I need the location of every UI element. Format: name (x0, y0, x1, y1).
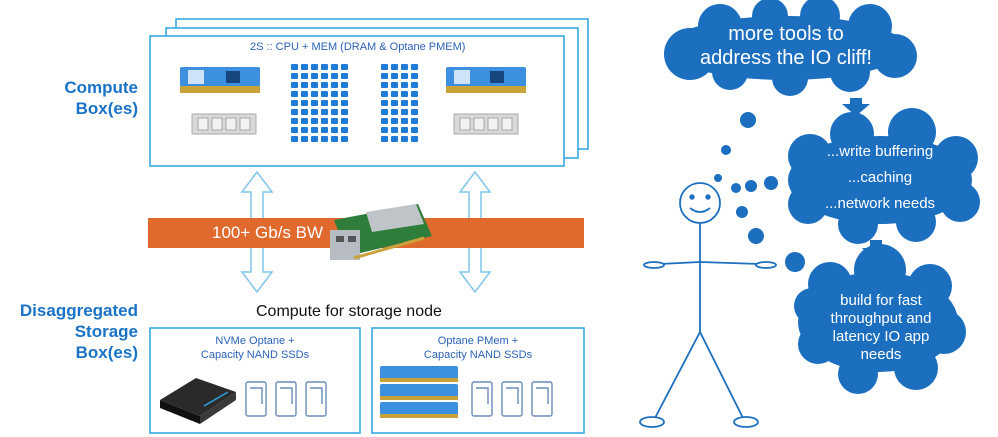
storage-panel-right-text: Optane PMem + Capacity NAND SSDs (423, 335, 533, 361)
storage-panel-left-text: NVMe Optane + Capacity NAND SSDs (200, 335, 310, 361)
thought-cloud-top (664, 0, 917, 96)
thought-cloud-middle (788, 108, 980, 244)
compute-boxes-label: Compute Box(es) (64, 78, 138, 118)
ssd-icons-left (245, 381, 327, 417)
flow-arrow-1 (842, 98, 870, 116)
thought-cloud-top-text: more tools to address the IO cliff! (700, 23, 872, 69)
thought-cloud-middle-text: ...write buffering ...caching ...network… (824, 143, 936, 212)
network-band-label: 100+ Gb/s BW (212, 223, 324, 242)
storage-node-caption: Compute for storage node (256, 303, 442, 320)
cpu-chip-grid-right (380, 64, 420, 145)
stick-figure (639, 182, 777, 428)
cpu-chip-grid-left (290, 64, 350, 145)
pmem-module-right (453, 113, 519, 135)
storage-pmem-modules (380, 366, 458, 418)
nic-card-icon (330, 204, 432, 260)
storage-boxes-label: Disaggregated Storage Box(es) (19, 301, 138, 362)
compute-box-stack (149, 18, 589, 167)
nvme-drive (160, 378, 236, 424)
thought-cloud-bottom (794, 244, 966, 394)
thought-bubbles (714, 112, 805, 272)
dram-module-right (446, 67, 526, 93)
ssd-icons-right (471, 381, 553, 417)
pmem-module-left (191, 113, 257, 135)
flow-arrow-2 (862, 240, 890, 262)
compute-box-title: 2S :: CPU + MEM (DRAM & Optane PMEM) (250, 41, 466, 53)
thought-cloud-bottom-text: build for fast throughput and latency IO… (830, 292, 932, 363)
dram-module-left (180, 67, 260, 93)
